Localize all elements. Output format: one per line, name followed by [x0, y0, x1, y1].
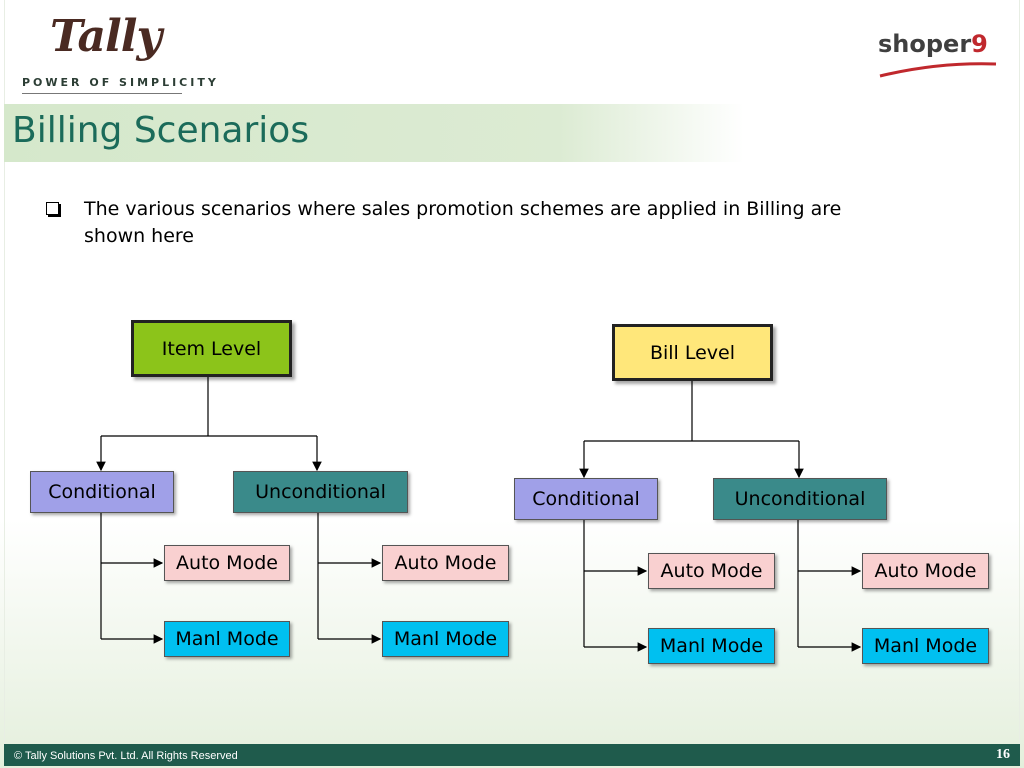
- item-level-node: Item Level: [131, 320, 292, 377]
- shoper9-logo: shoper9: [878, 30, 997, 80]
- bullet-point: The various scenarios where sales promot…: [46, 196, 886, 250]
- bill-conditional-node: Conditional: [514, 478, 658, 520]
- item-conditional-manual-mode: Manl Mode: [164, 621, 290, 657]
- item-unconditional-node: Unconditional: [233, 471, 408, 513]
- item-unconditional-manual-mode: Manl Mode: [382, 621, 509, 657]
- slide-frame: [4, 0, 1020, 768]
- item-conditional-auto-mode: Auto Mode: [164, 545, 290, 581]
- checkbox-bullet-icon: [46, 202, 59, 215]
- tally-logo: Tally: [50, 10, 162, 64]
- footer-bar: © Tally Solutions Pvt. Ltd. All Rights R…: [4, 744, 1020, 766]
- shoper-logo-number: 9: [971, 30, 988, 58]
- bill-unconditional-auto-mode: Auto Mode: [862, 553, 989, 589]
- bill-unconditional-node: Unconditional: [713, 478, 887, 520]
- page-title: Billing Scenarios: [12, 110, 310, 151]
- tagline-divider: [22, 93, 182, 94]
- page-number: 16: [996, 747, 1010, 762]
- item-unconditional-auto-mode: Auto Mode: [382, 545, 509, 581]
- bill-conditional-auto-mode: Auto Mode: [648, 553, 775, 589]
- bullet-text: The various scenarios where sales promot…: [84, 198, 842, 247]
- bill-conditional-manual-mode: Manl Mode: [648, 628, 775, 664]
- shoper-logo-word: shoper: [878, 30, 972, 58]
- tally-tagline: POWER OF SIMPLICITY: [22, 76, 219, 89]
- tally-logo-text: Tally: [50, 11, 162, 62]
- bill-level-node: Bill Level: [612, 324, 773, 381]
- copyright-text: © Tally Solutions Pvt. Ltd. All Rights R…: [14, 750, 238, 762]
- shoper-swoosh-icon: [879, 62, 997, 78]
- bill-unconditional-manual-mode: Manl Mode: [862, 628, 989, 664]
- item-conditional-node: Conditional: [30, 471, 174, 513]
- title-band: [4, 104, 744, 162]
